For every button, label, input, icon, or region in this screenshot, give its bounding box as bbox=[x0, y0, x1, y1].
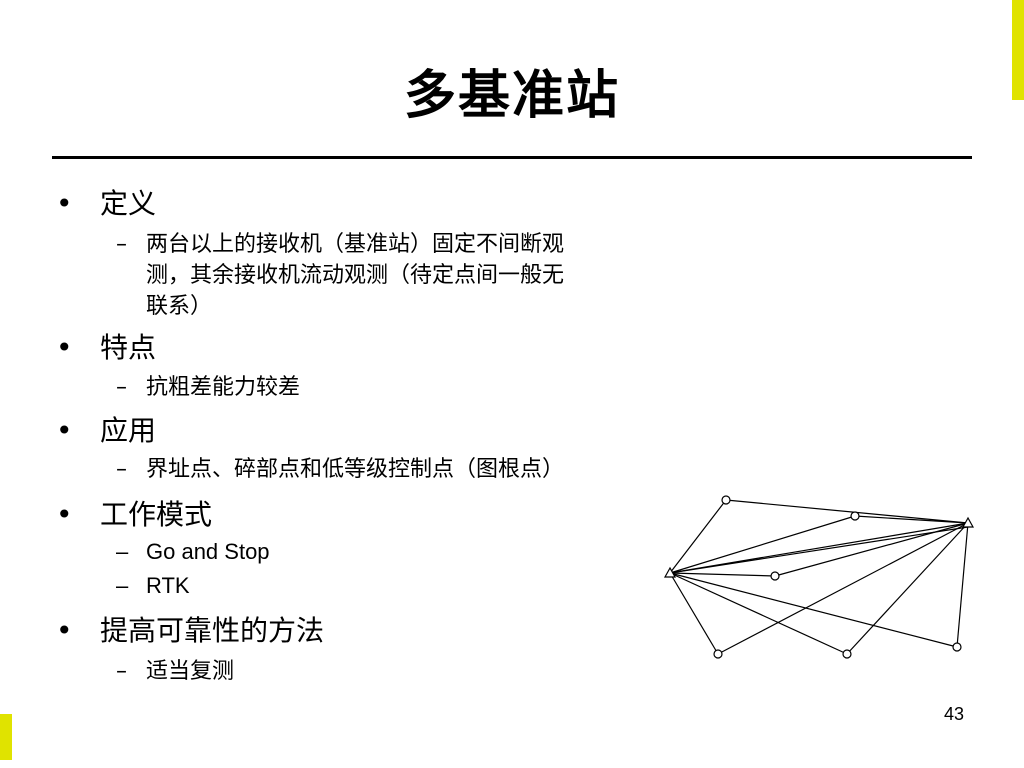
sub-text: Go and Stop bbox=[146, 539, 270, 564]
slide-title: 多基准站 bbox=[403, 66, 620, 126]
baseline bbox=[669, 572, 958, 648]
baseline bbox=[669, 572, 776, 577]
sub-text: 抗粗差能力较差 bbox=[146, 375, 301, 400]
bullet-label: 提高可靠性的方法 bbox=[100, 614, 325, 647]
baseline-lines bbox=[669, 499, 969, 655]
bullet-label: 特点 bbox=[100, 331, 157, 364]
bullet-marker: • bbox=[56, 331, 73, 364]
sub-text: 界址点、碎部点和低等级控制点（图根点） bbox=[146, 457, 565, 482]
bullet-label: 应用 bbox=[100, 414, 157, 447]
sub-marker: – bbox=[116, 457, 127, 482]
baseline bbox=[669, 522, 969, 574]
base-station-triangle bbox=[663, 566, 677, 578]
bullet-work-modes: • 工作模式 bbox=[56, 497, 213, 533]
rover-point bbox=[770, 571, 780, 581]
sub-item: – 两台以上的接收机（基准站）固定不间断观 bbox=[116, 230, 565, 260]
baseline bbox=[854, 515, 969, 524]
bullet-marker: • bbox=[56, 414, 73, 447]
rover-points bbox=[713, 495, 962, 659]
bullet-label: 工作模式 bbox=[100, 498, 213, 531]
base-station-triangle bbox=[961, 516, 975, 528]
sub-marker: – bbox=[116, 659, 127, 684]
bullet-marker: • bbox=[56, 187, 73, 220]
baseline bbox=[774, 522, 969, 577]
sub-item: – 抗粗差能力较差 bbox=[116, 373, 301, 403]
sub-text: RTK bbox=[146, 573, 190, 598]
sub-text: 两台以上的接收机（基准站）固定不间断观 bbox=[146, 232, 565, 257]
rover-point bbox=[721, 495, 731, 505]
sub-item-continuation: 测，其余接收机流动观测（待定点间一般无 bbox=[146, 261, 564, 291]
sub-item: – Go and Stop bbox=[116, 537, 270, 567]
baseline bbox=[669, 499, 727, 574]
rover-point bbox=[842, 649, 852, 659]
baseline bbox=[669, 572, 719, 655]
bullet-definition: • 定义 bbox=[56, 186, 157, 222]
bullet-applications: • 应用 bbox=[56, 413, 157, 449]
sub-text: 测，其余接收机流动观测（待定点间一般无 bbox=[146, 263, 565, 288]
baseline bbox=[956, 522, 969, 648]
bullet-features: • 特点 bbox=[56, 330, 157, 366]
page-number: 43 bbox=[943, 704, 964, 724]
baseline bbox=[669, 526, 969, 574]
sub-item: – 界址点、碎部点和低等级控制点（图根点） bbox=[116, 455, 565, 485]
accent-bar-bottom-left bbox=[0, 714, 12, 760]
sub-marker: – bbox=[116, 573, 129, 598]
bullet-reliability: • 提高可靠性的方法 bbox=[56, 613, 325, 649]
baseline bbox=[669, 572, 848, 655]
rover-point bbox=[952, 642, 962, 652]
title-divider bbox=[52, 156, 972, 159]
sub-marker: – bbox=[116, 539, 129, 564]
sub-item-continuation: 联系） bbox=[146, 292, 212, 322]
baseline bbox=[717, 522, 969, 655]
baseline bbox=[725, 499, 969, 524]
bullet-label: 定义 bbox=[100, 187, 157, 220]
bullet-marker: • bbox=[56, 614, 73, 647]
rover-point bbox=[850, 511, 860, 521]
sub-text: 联系） bbox=[146, 294, 213, 319]
sub-text: 适当复测 bbox=[146, 659, 235, 684]
bullet-marker: • bbox=[56, 498, 73, 531]
sub-item: – 适当复测 bbox=[116, 657, 235, 687]
sub-marker: – bbox=[116, 232, 127, 257]
sub-marker: – bbox=[116, 375, 127, 400]
baseline bbox=[846, 522, 969, 655]
baseline bbox=[669, 515, 856, 574]
rover-point bbox=[713, 649, 723, 659]
sub-item: – RTK bbox=[116, 571, 190, 601]
accent-bar-top-right bbox=[1012, 0, 1024, 100]
